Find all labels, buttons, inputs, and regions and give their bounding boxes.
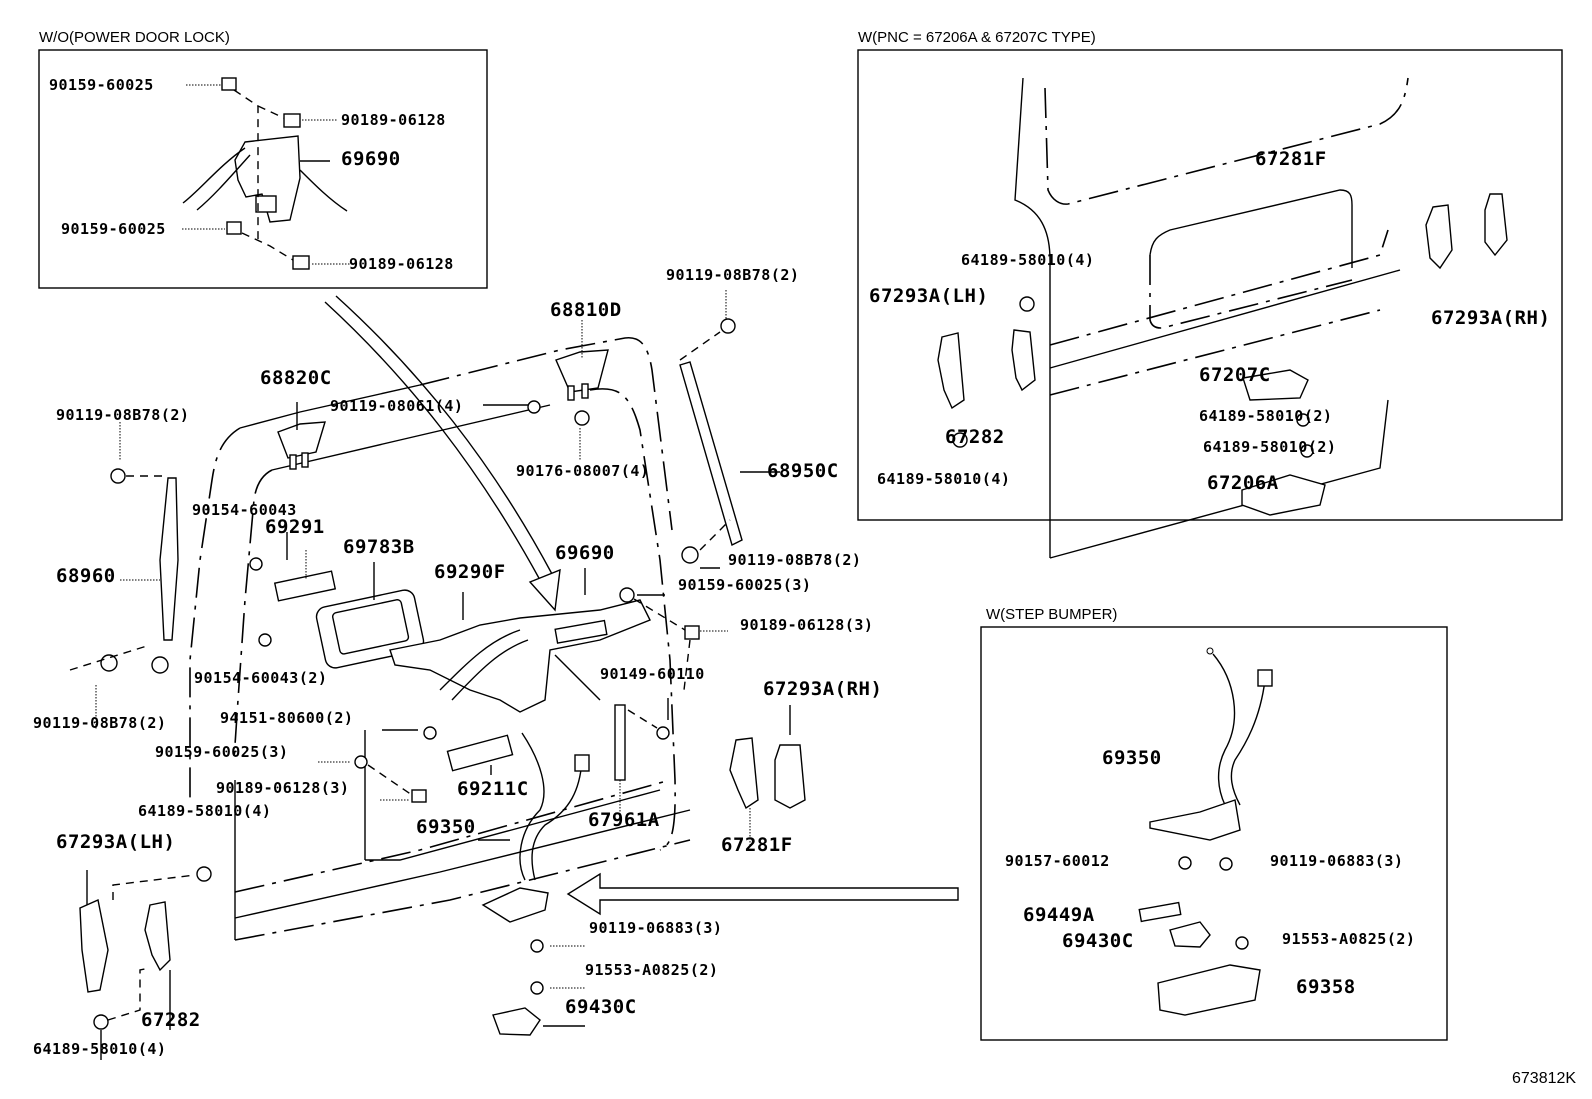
step-bumper-glyphs: [1138, 647, 1273, 1016]
part-label[interactable]: 90189-06128: [341, 111, 446, 129]
part-label[interactable]: 67293A(LH): [869, 285, 989, 307]
section-title-pnc-type: W(PNC = 67206A & 67207C TYPE): [858, 29, 1096, 46]
part-label[interactable]: 69690: [555, 542, 615, 564]
part-label[interactable]: 90159-60025(3): [155, 743, 289, 761]
part-label[interactable]: 90119-08B78(2): [56, 406, 190, 424]
part-label[interactable]: 90176-08007(4): [516, 462, 650, 480]
part-label[interactable]: 67961A: [588, 809, 660, 831]
part-label[interactable]: 90189-06128(3): [740, 616, 874, 634]
power-door-lock-box: [38, 49, 488, 289]
part-label[interactable]: 91553-A0825(2): [585, 961, 719, 979]
part-label[interactable]: 69449A: [1023, 904, 1095, 926]
part-label[interactable]: 94151-80600(2): [220, 709, 354, 727]
pnc-type-box: [857, 49, 1563, 521]
inset-lock-assembly: [182, 77, 350, 270]
part-label[interactable]: 90189-06128(3): [216, 779, 350, 797]
part-label[interactable]: 69430C: [1062, 930, 1134, 952]
part-label[interactable]: 67293A(LH): [56, 831, 176, 853]
part-label[interactable]: 90119-06883(3): [589, 919, 723, 937]
section-title-step-bumper: W(STEP BUMPER): [986, 606, 1118, 623]
part-label[interactable]: 90119-08061(4): [330, 397, 464, 415]
part-label[interactable]: 64189-58010(4): [877, 470, 1011, 488]
part-label[interactable]: 90159-60025(3): [678, 576, 812, 594]
part-label[interactable]: 90159-60025: [61, 220, 166, 238]
part-label[interactable]: 69430C: [565, 996, 637, 1018]
part-label[interactable]: 68950C: [767, 460, 839, 482]
part-label[interactable]: 69350: [416, 816, 476, 838]
part-label[interactable]: 90119-08B78(2): [666, 266, 800, 284]
part-label[interactable]: 90149-60110: [600, 665, 705, 683]
part-label[interactable]: 64189-58010(4): [961, 251, 1095, 269]
part-label[interactable]: 90157-60012: [1005, 852, 1110, 870]
part-label[interactable]: 69291: [265, 516, 325, 538]
section-title-power-door-lock: W/O(POWER DOOR LOCK): [39, 29, 230, 46]
part-label[interactable]: 64189-58010(4): [33, 1040, 167, 1058]
part-label[interactable]: 90119-08B78(2): [33, 714, 167, 732]
part-label[interactable]: 90119-06883(3): [1270, 852, 1404, 870]
part-label[interactable]: 69290F: [434, 561, 506, 583]
part-label[interactable]: 67282: [945, 426, 1005, 448]
part-label[interactable]: 91553-A0825(2): [1282, 930, 1416, 948]
part-label[interactable]: 68960: [56, 565, 116, 587]
part-label[interactable]: 90154-60043(2): [194, 669, 328, 687]
part-label[interactable]: 90189-06128: [349, 255, 454, 273]
part-label[interactable]: 69350: [1102, 747, 1162, 769]
part-label[interactable]: 67293A(RH): [763, 678, 883, 700]
direction-arrow-curved: [324, 295, 561, 612]
part-label[interactable]: 64189-58010(4): [138, 802, 272, 820]
part-label[interactable]: 67281F: [1255, 148, 1327, 170]
leader-lines: [86, 84, 791, 1060]
part-label[interactable]: 90154-60043: [192, 501, 297, 519]
tailgate-outline: [189, 336, 691, 941]
part-label[interactable]: 69690: [341, 148, 401, 170]
part-label[interactable]: 67293A(RH): [1431, 307, 1551, 329]
part-label[interactable]: 90119-08B78(2): [728, 551, 862, 569]
part-label[interactable]: 69211C: [457, 778, 529, 800]
direction-arrow-straight: [566, 872, 959, 916]
step-bumper-box: [980, 626, 1448, 1041]
part-label[interactable]: 67207C: [1199, 364, 1271, 386]
diagram-id: 673812K: [1512, 1070, 1577, 1087]
part-glyphs: [69, 318, 806, 1036]
part-label[interactable]: 64189-58010(2): [1199, 407, 1333, 425]
part-label[interactable]: 68820C: [260, 367, 332, 389]
part-label[interactable]: 68810D: [550, 299, 622, 321]
pnc-inset-glyphs: [937, 77, 1508, 559]
part-label[interactable]: 67206A: [1207, 472, 1279, 494]
part-label[interactable]: 67281F: [721, 834, 793, 856]
part-label[interactable]: 69783B: [343, 536, 415, 558]
part-label[interactable]: 67282: [141, 1009, 201, 1031]
part-label[interactable]: 90159-60025: [49, 76, 154, 94]
part-label[interactable]: 69358: [1296, 976, 1356, 998]
part-label[interactable]: 64189-58010(2): [1203, 438, 1337, 456]
